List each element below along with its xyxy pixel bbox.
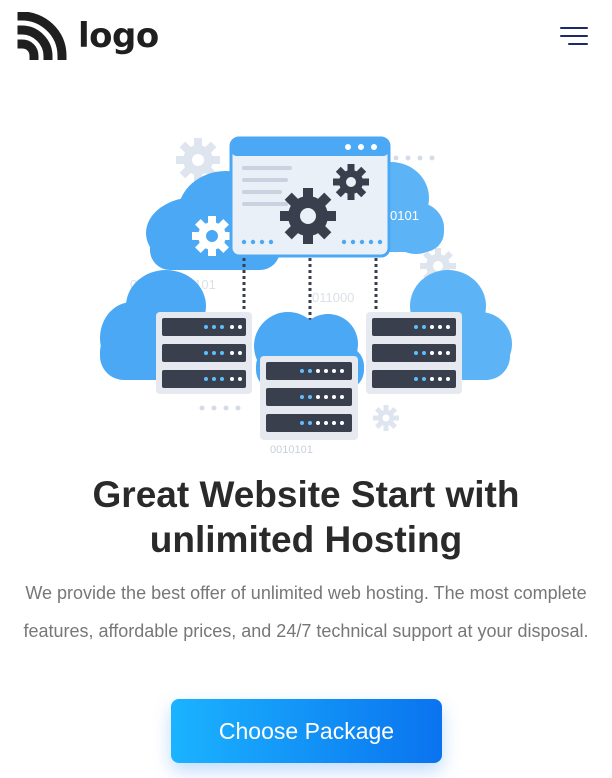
hero-title-line2: unlimited Hosting (149, 519, 463, 560)
logo[interactable]: logo (16, 12, 159, 60)
gear-icon (373, 405, 399, 431)
server-icon (366, 312, 462, 394)
rss-waves-icon (17, 12, 67, 60)
gear-icon (176, 138, 220, 182)
hero-description: We provide the best offer of unlimited w… (23, 583, 589, 641)
choose-package-button[interactable]: Choose Package (171, 699, 442, 763)
server-icon (156, 312, 252, 394)
logo-text: logo (78, 16, 159, 56)
site-header: logo (0, 0, 612, 80)
hero-title-line1: Great Website Start with (92, 474, 520, 515)
binary-text-bottom: 0010101 (270, 444, 313, 456)
binary-text-top: 0101 (390, 208, 419, 223)
hosting-illustration: 0101 001011000101 011000 0010101 (100, 136, 512, 456)
hamburger-menu-icon[interactable] (560, 24, 592, 48)
binary-text-mid: 011000 (312, 290, 354, 305)
gear-icon (280, 164, 369, 244)
hero-title: Great Website Start with unlimited Hosti… (20, 472, 592, 562)
server-icon (260, 356, 358, 440)
